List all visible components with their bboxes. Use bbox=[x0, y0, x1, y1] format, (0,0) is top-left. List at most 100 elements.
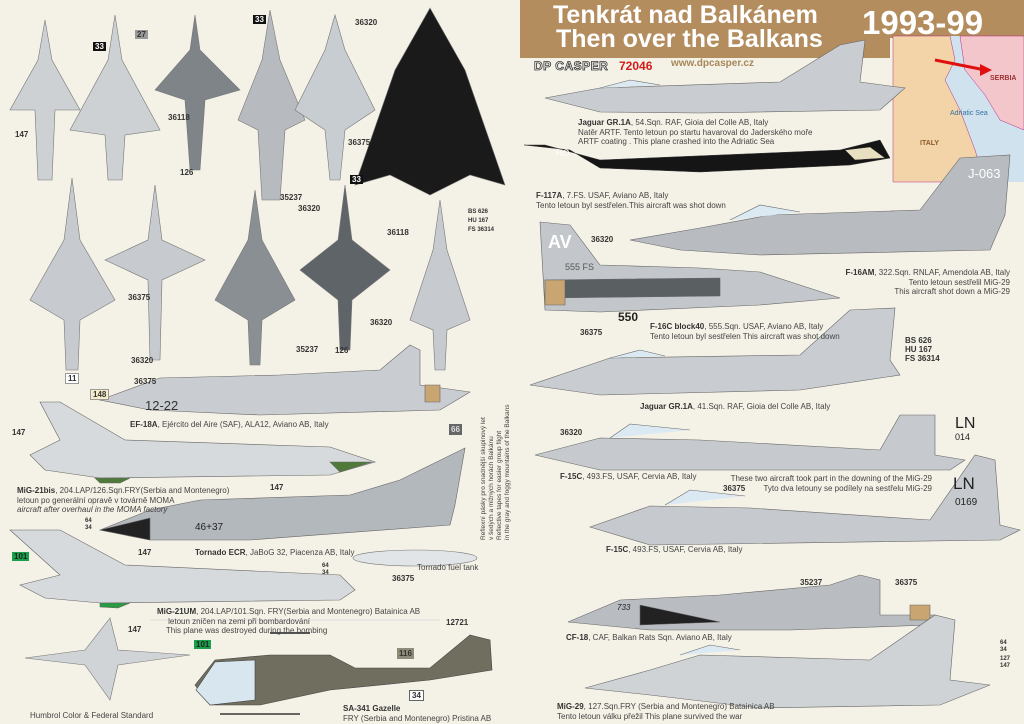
kit-code: 72046 bbox=[619, 59, 653, 73]
f16am-profile bbox=[629, 154, 1011, 256]
gazelle-number: 12721 bbox=[446, 618, 469, 627]
color-ref: 101 bbox=[194, 640, 212, 649]
color-ref: 147 bbox=[138, 548, 152, 557]
caption-mig29: MiG-29, 127.Sqn.FRY (Serbia and Monteneg… bbox=[557, 702, 775, 721]
color-ref: 36320 bbox=[560, 428, 583, 437]
f117-profile bbox=[523, 139, 891, 173]
color-ref: 126 bbox=[180, 168, 194, 177]
title-czech: Tenkrát nad Balkánem bbox=[553, 1, 818, 29]
fuel-tank bbox=[352, 549, 478, 567]
jaguar-54sqn-profile bbox=[544, 39, 906, 114]
caption-f15c-2: F-15C, 493.FS, USAF, Cervia AB, Italy bbox=[606, 545, 743, 554]
title-english: Then over the Balkans bbox=[556, 25, 823, 53]
f16c-squadron: 555 FS bbox=[565, 262, 595, 272]
header-band bbox=[520, 0, 890, 58]
years: 1993-99 bbox=[862, 4, 984, 41]
map-label-serbia: SERBIA bbox=[990, 75, 1017, 82]
cf18-profile bbox=[567, 574, 936, 631]
f15c-2-profile bbox=[589, 454, 1021, 546]
color-ref: 36375 bbox=[392, 574, 415, 583]
color-ref: 36118 bbox=[168, 113, 190, 122]
f15c-1-profile bbox=[534, 414, 966, 471]
second-row-aircraft bbox=[29, 177, 471, 371]
caption-f15c-1: F-15C, 493.FS, USAF, Cervia AB, Italy bbox=[560, 472, 697, 481]
f16c-number: 550 bbox=[618, 310, 639, 324]
color-ref: 148 bbox=[90, 389, 110, 400]
color-ref: 36118 bbox=[387, 228, 409, 237]
color-ref: 33 bbox=[253, 15, 266, 24]
mig21um-profile bbox=[9, 529, 356, 609]
f15c-2-number: 0169 bbox=[955, 497, 978, 508]
tornado-ecr-profile bbox=[98, 447, 466, 541]
color-ref: 147 bbox=[128, 625, 142, 634]
mig21-top-view bbox=[24, 617, 191, 701]
color-ref: 66 bbox=[449, 424, 462, 435]
header-band-right bbox=[890, 0, 1024, 38]
reflective-tapes-note: Reflexní pásky pro snadnější skupinový l… bbox=[480, 404, 511, 540]
color-ref: 36375 bbox=[580, 328, 603, 337]
color-ref: 147 bbox=[12, 428, 26, 437]
caption-f16am: F-16AM, 322.Sqn. RNLAF, Amendola AB, Ita… bbox=[845, 268, 1010, 296]
website-link[interactable]: www.dpcasper.cz bbox=[671, 58, 754, 69]
f16am-tail-code: J-063 bbox=[968, 166, 1001, 181]
color-ref: 147 bbox=[15, 130, 29, 139]
color-ref: 126 bbox=[335, 346, 349, 355]
mig29-profile bbox=[584, 614, 991, 709]
color-ref: 33 bbox=[350, 175, 363, 184]
color-ref: 36320 bbox=[298, 204, 321, 213]
caption-cf18: CF-18, CAF, Balkan Rats Sqn. Aviano AB, … bbox=[566, 633, 732, 642]
tornado-code: 46+37 bbox=[195, 522, 224, 533]
color-ref: 35237 bbox=[296, 345, 319, 354]
color-ref: 35237 bbox=[800, 578, 823, 587]
color-ref: 36375 bbox=[348, 138, 371, 147]
jaguar-41sqn-profile bbox=[529, 307, 901, 396]
map-label-italy: ITALY bbox=[920, 140, 940, 147]
color-ref: 34 bbox=[409, 690, 424, 701]
ef18a-profile bbox=[98, 344, 471, 416]
color-ref: 36375 bbox=[134, 377, 157, 386]
map-label-adriatic: Adriatic Sea bbox=[950, 110, 988, 117]
f15c-1-number: 014 bbox=[955, 432, 971, 442]
color-ref: 101 bbox=[12, 552, 30, 561]
caption-tornado: Tornado ECR, JaBoG 32, Piacenza AB, Ital… bbox=[195, 548, 355, 557]
color-ref: 27 bbox=[135, 30, 148, 39]
mig21bis-profile bbox=[29, 401, 377, 484]
f16c-profile bbox=[539, 221, 841, 313]
color-ref: 147 bbox=[270, 483, 284, 492]
brand-logo: DP CASPER bbox=[534, 59, 609, 74]
color-ref: 36320 bbox=[355, 18, 378, 27]
color-ref: 36375 bbox=[723, 484, 746, 493]
color-ref: 36375 bbox=[895, 578, 918, 587]
f117-tail-code: HO bbox=[556, 148, 570, 158]
color-ref: 35237 bbox=[280, 193, 303, 202]
attack-arrow bbox=[934, 58, 986, 72]
caption-jaguar-41sqn: Jaguar GR.1A, 41.Sqn. RAF, Gioia del Col… bbox=[640, 402, 831, 411]
caption-mig21bis: MiG-21bis, 204.LAP/126.Sqn.FRY(Serbia an… bbox=[17, 486, 230, 514]
footer-color-note: Humbrol Color & Federal Standard bbox=[30, 711, 154, 720]
caption-fuel-tank: Tornado fuel tank bbox=[417, 563, 479, 572]
caption-ef18a: EF-18A, Ejército del Aire (SAF), ALA12, … bbox=[130, 420, 329, 429]
f16c-tail-code: AV bbox=[548, 232, 572, 252]
color-ref: 116 bbox=[397, 648, 414, 659]
caption-f15-note: These two aircraft took part in the down… bbox=[730, 474, 932, 493]
caption-f16c: F-16C block40, 555.Sqn. USAF, Aviano AB,… bbox=[650, 322, 840, 341]
color-ref: 11 bbox=[65, 373, 80, 384]
f15c-1-tail: LN bbox=[955, 415, 976, 432]
gazelle-helicopter-profile bbox=[194, 632, 493, 715]
color-ref: 36320 bbox=[370, 318, 393, 327]
ef18-code: 12-22 bbox=[145, 398, 179, 413]
color-ref: 36320 bbox=[591, 235, 614, 244]
top-view-aircraft-row bbox=[9, 7, 506, 201]
caption-mig21um: MiG-21UM, 204.LAP/101.Sqn. FRY(Serbia an… bbox=[157, 607, 421, 635]
caption-jaguar-54sqn: Jaguar GR.1A, 54.Sqn. RAF, Gioia del Col… bbox=[578, 118, 813, 146]
color-ref: 33 bbox=[93, 42, 106, 51]
